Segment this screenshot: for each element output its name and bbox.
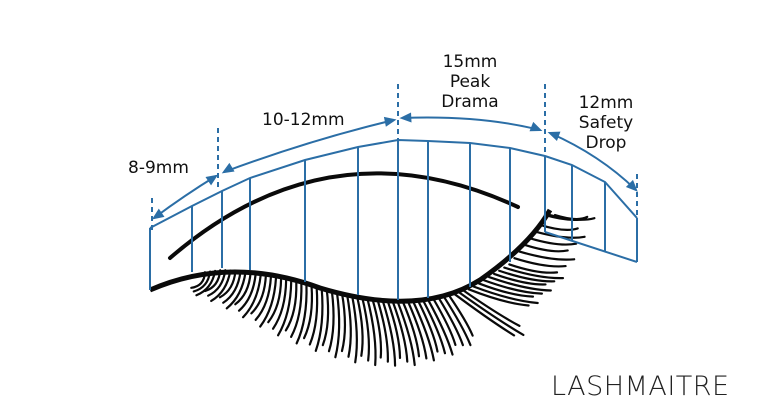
eyelash xyxy=(234,271,252,306)
arrowhead-icon xyxy=(383,116,397,127)
eyelash xyxy=(225,270,247,310)
eyelash xyxy=(267,277,283,324)
arrowhead-icon xyxy=(221,162,235,174)
eyelid-crease xyxy=(168,171,520,260)
grid-top-edge xyxy=(149,138,638,229)
eyelash xyxy=(518,250,576,261)
eyelash xyxy=(498,269,556,283)
eyelash xyxy=(391,300,409,363)
eyelash xyxy=(406,300,428,360)
eyelash xyxy=(452,292,516,337)
eyelash xyxy=(210,269,232,303)
arrowhead-icon xyxy=(547,131,561,141)
eyelashes xyxy=(148,208,596,367)
eyelash xyxy=(345,293,352,358)
arrow-inner xyxy=(153,175,217,219)
eyelash xyxy=(207,269,227,297)
eyelash xyxy=(462,289,521,327)
eyelash xyxy=(427,298,454,356)
eyelash xyxy=(259,276,278,328)
eyelash xyxy=(381,298,397,367)
arrowhead-icon xyxy=(625,179,638,192)
eyelash xyxy=(276,279,293,337)
label-inner-length: 8-9mm xyxy=(128,158,189,178)
arrow-outer xyxy=(549,132,637,191)
eyelash xyxy=(218,269,237,299)
eyelash xyxy=(366,297,377,367)
arrowhead-icon xyxy=(151,208,165,220)
arrow-peak xyxy=(401,116,541,131)
eyelash xyxy=(308,285,319,346)
eyelash xyxy=(482,279,544,295)
brand-logo: LASHMAITRE xyxy=(551,371,730,402)
eyelash xyxy=(513,257,567,268)
eyelash xyxy=(250,274,267,315)
eyelash xyxy=(467,288,530,307)
arrowhead-icon xyxy=(529,121,543,132)
eyelash xyxy=(321,288,330,347)
eyelash xyxy=(538,223,579,231)
eyelash xyxy=(437,296,465,347)
label-middle-length: 10-12mm xyxy=(262,110,345,130)
eyelash xyxy=(553,213,589,221)
eyelash xyxy=(237,272,257,312)
eyelash xyxy=(340,291,347,353)
eyelash xyxy=(508,263,559,274)
lash-length-grid xyxy=(149,138,638,300)
arrowhead-icon xyxy=(205,174,219,186)
eyelash xyxy=(361,296,371,362)
eyelash xyxy=(241,273,262,319)
eyelash xyxy=(254,275,273,322)
eyelash xyxy=(195,269,217,297)
eyelash xyxy=(376,298,389,363)
eyelash xyxy=(190,271,207,289)
eyelash xyxy=(442,294,472,347)
eyelash xyxy=(422,299,447,355)
eyelash xyxy=(192,270,212,293)
eyelash xyxy=(314,286,324,352)
eyelash xyxy=(528,237,578,246)
outer-length: 12mm xyxy=(578,93,634,113)
eyelash xyxy=(271,278,288,330)
outer-safety: Safety xyxy=(578,113,634,133)
label-outer: 12mm Safety Drop xyxy=(566,93,646,153)
eyelash xyxy=(411,299,436,362)
eyelash xyxy=(523,243,569,253)
arrow-middle xyxy=(223,119,395,173)
length-arrows xyxy=(151,84,638,232)
eyelash xyxy=(222,270,242,304)
eyelash xyxy=(351,294,358,364)
eyelash xyxy=(290,282,303,338)
eyelash xyxy=(416,299,439,353)
label-peak: 15mm Peak Drama xyxy=(430,52,510,112)
eyelash xyxy=(386,299,402,360)
eyelash xyxy=(447,293,474,337)
outer-drop: Drop xyxy=(585,133,627,153)
peak-length: 15mm xyxy=(442,52,498,72)
peak-drama: Drama xyxy=(441,92,499,112)
eyelash xyxy=(371,297,383,359)
grid-outer-bottom-edge xyxy=(544,231,638,263)
arrowhead-icon xyxy=(399,112,412,123)
eyelash xyxy=(204,269,222,293)
eyelash xyxy=(327,289,335,353)
eyelash xyxy=(295,283,308,345)
eyelash xyxy=(472,285,539,305)
eyelash xyxy=(503,266,565,280)
eyelash xyxy=(432,297,457,347)
eyelash xyxy=(334,290,341,359)
eyelash xyxy=(284,281,298,332)
eyelash xyxy=(396,300,416,367)
eyelash xyxy=(493,272,547,286)
eyelash xyxy=(302,284,314,340)
peak-word: Peak xyxy=(449,72,491,92)
eyelash xyxy=(356,295,364,357)
eyelash xyxy=(487,275,552,292)
eyelash xyxy=(457,290,525,337)
eyelash xyxy=(401,300,421,358)
eyelash xyxy=(477,282,535,298)
